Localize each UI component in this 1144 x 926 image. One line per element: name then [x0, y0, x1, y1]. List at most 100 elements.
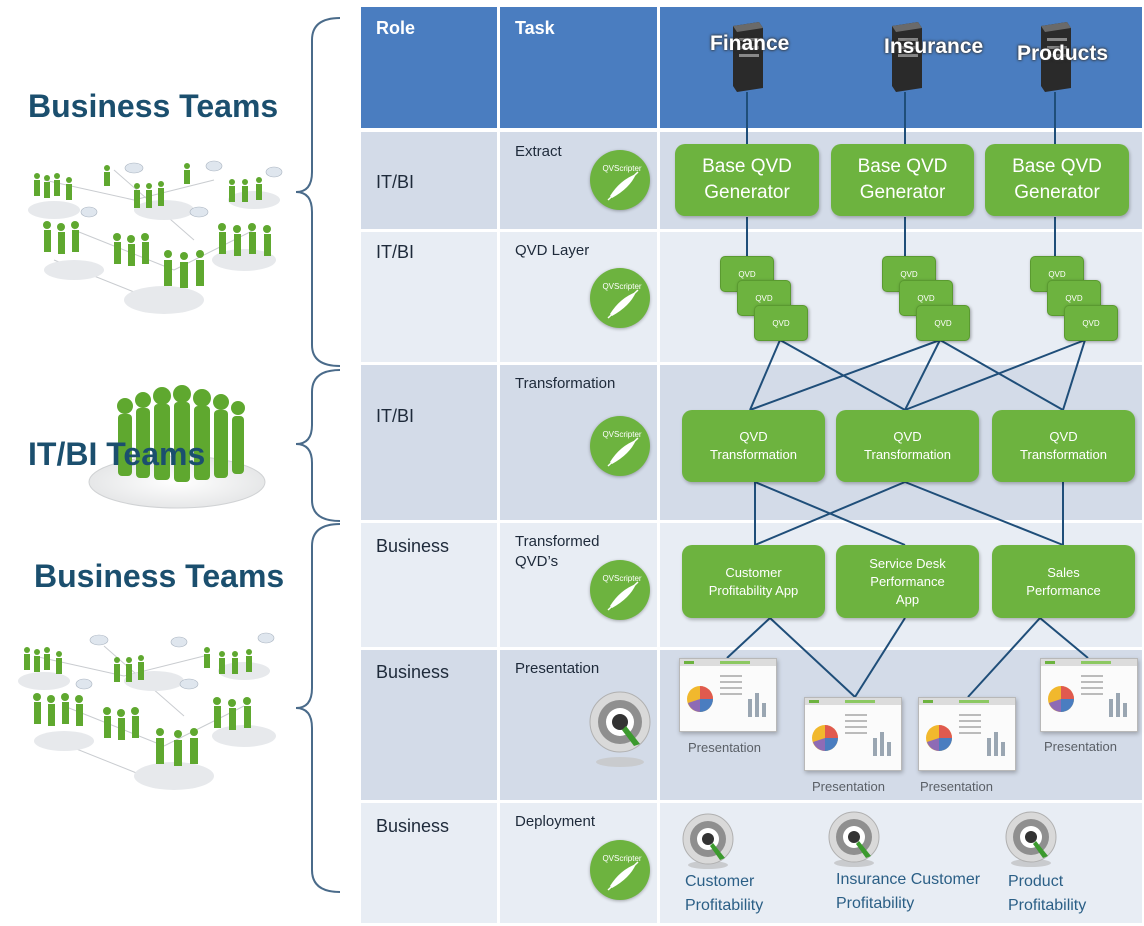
deployment-line1: Product — [1008, 873, 1064, 890]
dashboard-preview-icon — [919, 698, 1015, 756]
it-bi-teams-title: IT/BI Teams — [28, 436, 206, 472]
generator-line2: Generator — [1014, 182, 1100, 203]
deployment-line2: Profitability — [836, 895, 915, 912]
presentation-thumbnail — [679, 658, 777, 732]
qvscripter-label: QVScripter — [602, 282, 642, 291]
transformation-line1: QVD — [739, 429, 768, 444]
row-extract-task-label: Extract — [515, 143, 562, 160]
qvscripter-label: QVScripter — [602, 430, 642, 439]
source-finance-label: Finance — [710, 32, 790, 55]
left-braces — [295, 17, 341, 893]
presentation-label: Presentation — [1044, 739, 1117, 754]
role-column-header: Role — [376, 18, 416, 38]
row-qvdlayer-role — [361, 232, 497, 362]
transformation-line2: Transformation — [710, 447, 797, 462]
deployment-line2: Profitability — [685, 897, 764, 914]
row-transformation-role-label: IT/BI — [376, 406, 415, 426]
deployment-line1: Insurance Customer — [836, 871, 981, 888]
deployment-insurance-customer-profitability: Insurance Customer Profitability — [836, 868, 980, 916]
it-bi-team-crowd — [88, 385, 266, 509]
presentation-label: Presentation — [920, 779, 993, 794]
app-line2: Profitability App — [708, 582, 799, 598]
qlikview-icon — [1005, 811, 1057, 867]
row-transformation-task-label: Transformation — [515, 375, 616, 392]
business-team-crowd-top — [28, 160, 283, 314]
presentation-label: Presentation — [688, 740, 761, 755]
middle-brace — [295, 369, 341, 522]
qlikview-icon — [589, 691, 651, 767]
presentation-label: Presentation — [812, 779, 885, 794]
row-deployment-role-label: Business — [376, 816, 450, 836]
dashboard-preview-icon — [805, 698, 901, 756]
base-qvd-generator-products: Base QVD Generator — [985, 144, 1129, 216]
row-qvdlayer-task-label: QVD Layer — [515, 242, 590, 259]
row-transformed-role-label: Business — [376, 536, 450, 556]
source-insurance-label: Insurance — [884, 35, 984, 58]
generator-line2: Generator — [859, 182, 946, 203]
app-line3: App — [895, 591, 920, 607]
header-task-cell — [500, 7, 657, 128]
qvscripter-label: QVScripter — [602, 164, 642, 173]
bottom-business-teams-title: Business Teams — [34, 558, 285, 594]
task-column-header: Task — [515, 18, 555, 38]
presentation-thumbnail — [804, 697, 902, 771]
generator-line1: Base QVD — [702, 156, 792, 177]
source-products-label: Products — [1017, 42, 1109, 65]
app-line2: Performance — [1026, 582, 1101, 598]
transformation-line2: Transformation — [864, 447, 951, 462]
row-transformation-role — [361, 365, 497, 520]
transformation-line1: QVD — [893, 429, 922, 444]
deployment-line2: Profitability — [1008, 897, 1087, 914]
qvd-file-icon: QVD — [916, 305, 970, 341]
base-qvd-generator-finance: Base QVD Generator — [675, 144, 819, 216]
row-presentation-role-label: Business — [376, 662, 450, 682]
row-qvdlayer-role-label: IT/BI — [376, 242, 415, 262]
row-transformed-task-line1: Transformed — [515, 533, 600, 550]
presentation-thumbnail — [918, 697, 1016, 771]
qlikview-icon — [828, 811, 880, 867]
row-deployment-role — [361, 803, 497, 923]
row-deployment-task-label: Deployment — [515, 813, 596, 830]
deployment-customer-profitability: Customer Profitability — [685, 870, 763, 918]
bottom-brace — [295, 523, 341, 893]
row-extract-role-label: IT/BI — [376, 172, 415, 192]
row-deployment-flow — [660, 803, 1142, 923]
qvscripter-icon: QVScripter — [590, 560, 650, 620]
qvscripter-icon: QVScripter — [590, 150, 650, 210]
qvscripter-icon: QVScripter — [590, 840, 650, 900]
qvd-transformation-box: QVD Transformation — [682, 410, 825, 482]
generator-line1: Base QVD — [857, 156, 948, 177]
app-line1: Service Desk — [869, 555, 946, 571]
top-brace — [295, 17, 341, 367]
dashboard-preview-icon — [680, 659, 776, 717]
row-transformed-role — [361, 523, 497, 647]
top-business-teams-title: Business Teams — [28, 88, 279, 124]
dashboard-preview-icon — [1041, 659, 1137, 717]
row-presentation-task-label: Presentation — [515, 660, 600, 677]
row-transformed-task-line2: QVD’s — [515, 553, 559, 570]
qvscripter-icon: QVScripter — [590, 416, 650, 476]
generator-line2: Generator — [704, 182, 790, 203]
app-line1: Sales — [1047, 564, 1080, 580]
finance-server-icon — [733, 22, 763, 92]
deployment-line1: Customer — [685, 873, 755, 890]
qvd-file-icon: QVD — [754, 305, 808, 341]
base-qvd-generator-insurance: Base QVD Generator — [831, 144, 974, 216]
qvd-transformation-box: QVD Transformation — [836, 410, 979, 482]
business-team-crowd-bottom — [18, 632, 276, 790]
generator-line1: Base QVD — [1012, 156, 1102, 177]
deployment-product-profitability: Product Profitability — [1008, 870, 1086, 918]
insurance-server-icon — [892, 22, 922, 92]
qvd-file-icon: QVD — [1064, 305, 1118, 341]
qlikview-icon — [682, 813, 734, 869]
row-extract-role — [361, 132, 497, 229]
transformation-line1: QVD — [1049, 429, 1078, 444]
app-line2: Performance — [870, 573, 945, 589]
header-role-cell — [361, 7, 497, 128]
presentation-thumbnail — [1040, 658, 1138, 732]
qvscripter-label: QVScripter — [602, 854, 642, 863]
products-server-icon — [1041, 22, 1071, 92]
